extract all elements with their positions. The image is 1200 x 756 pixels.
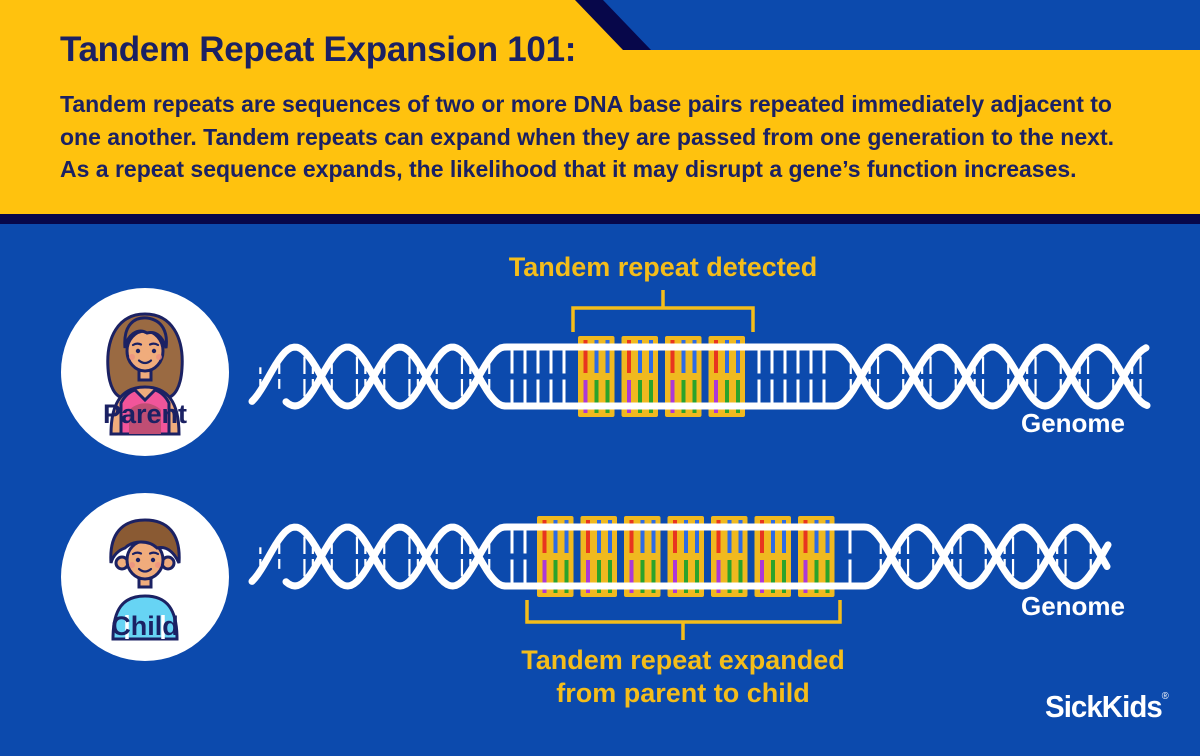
boy-right-blush (155, 562, 161, 568)
child-genome-label: Genome (1020, 591, 1125, 621)
notch-shadow-stripe (575, 0, 651, 50)
boy-left-eye (135, 557, 141, 563)
woman-tank-panel (129, 403, 161, 434)
boy-left-blush (129, 562, 135, 568)
boy-left-brow (131, 551, 143, 556)
parent-dna-strand (248, 336, 1151, 417)
woman-right-brow (148, 342, 160, 347)
child-annotation-line-2: from parent to child (556, 678, 810, 708)
intro-line-1: Tandem repeats are sequences of two or m… (60, 91, 1112, 117)
parent-bracket (571, 290, 755, 332)
parent-avatar (61, 288, 229, 456)
dna-strand-line (248, 343, 1150, 410)
dna-strand-line (282, 343, 1151, 410)
woman-left-brow (131, 342, 143, 347)
woman-left-eye (135, 348, 141, 354)
boy-right-brow (148, 551, 160, 556)
child-avatar (61, 493, 229, 661)
boy-shirt (111, 594, 179, 641)
intro-line-2: one another. Tandem repeats can expand w… (60, 123, 1114, 150)
sickkids-logo: SickKids® (1045, 689, 1169, 725)
parent-genome-label: Genome (1020, 408, 1125, 438)
woman-left-blush (129, 354, 135, 360)
dna-strand-line (282, 523, 1112, 590)
boy-smile (137, 567, 153, 573)
dna-strand-line (248, 523, 1111, 590)
notch-blue-area (601, 0, 1200, 50)
boy-right-eye (150, 557, 156, 563)
boy-sleeve-seams (125, 615, 165, 639)
parent-annotation: Tandem repeat detected (508, 252, 818, 282)
child-bracket (525, 600, 842, 640)
woman-face (125, 329, 165, 373)
child-label: Child (111, 611, 179, 641)
parent-label: Parent (102, 399, 188, 429)
parent-bracket-bar (571, 306, 755, 332)
child-annotation-line-1: Tandem repeat expanded (521, 645, 845, 675)
intro-line-3: As a repeat sequence expands, the likeli… (60, 156, 1077, 182)
woman-right-blush (156, 354, 162, 360)
woman-illustration (106, 312, 184, 436)
page-title: Tandem Repeat Expansion 101: (60, 30, 577, 69)
header-band: Tandem Repeat Expansion 101: Tandem repe… (0, 0, 1200, 214)
woman-fringe (123, 316, 168, 349)
registered-mark: ® (1161, 691, 1169, 702)
child-dna-strand (248, 516, 1112, 597)
header-divider (0, 214, 1200, 224)
woman-smile (137, 359, 153, 365)
child-bracket-bar (525, 600, 842, 624)
logo-text: SickKids (1045, 689, 1163, 724)
boy-hair (109, 518, 181, 564)
boy-illustration (109, 518, 181, 641)
intro-paragraph: Tandem repeats are sequences of two or m… (60, 88, 1160, 186)
woman-right-eye (151, 348, 157, 354)
child-annotation: Tandem repeat expanded from parent to ch… (483, 644, 883, 710)
